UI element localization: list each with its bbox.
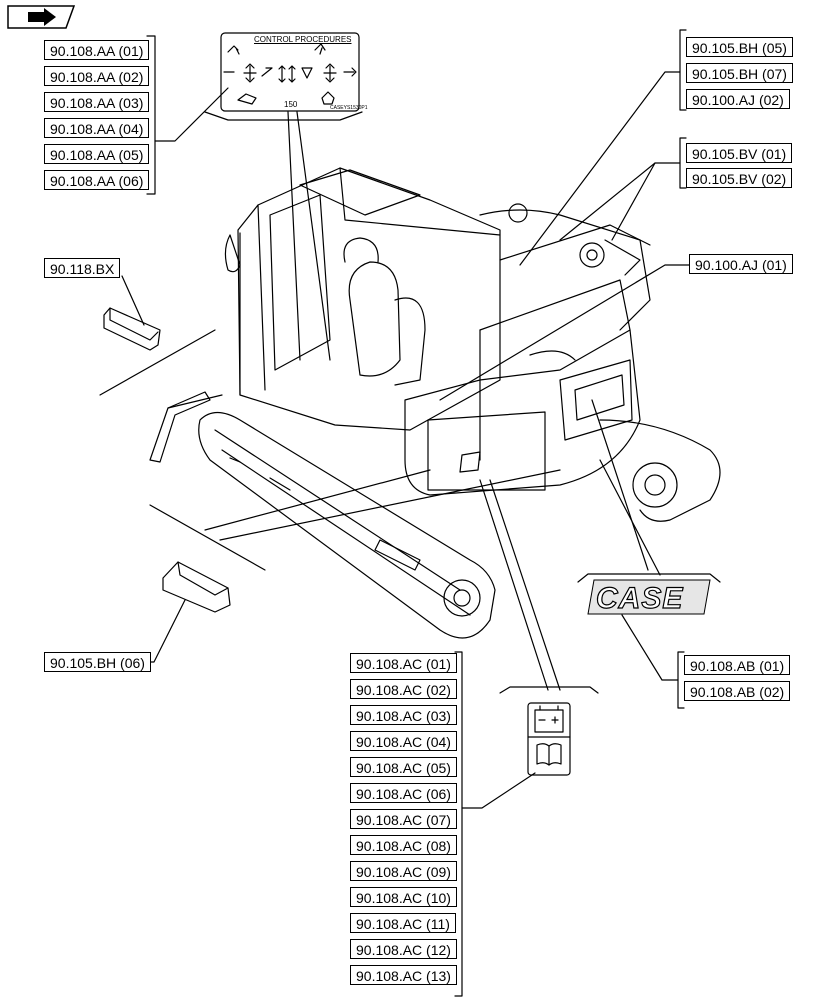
leader-bx <box>121 275 145 326</box>
lower-tracks <box>198 411 721 639</box>
ref-ac-09[interactable]: 90.108.AC (09) <box>350 861 457 881</box>
leader-bh06 <box>145 599 186 663</box>
guide-line-4 <box>219 469 561 541</box>
ref-ac-13[interactable]: 90.108.AC (13) <box>350 965 457 985</box>
decal-number: 150 <box>284 100 298 109</box>
leader-ac-2 <box>489 479 561 691</box>
ref-bx[interactable]: 90.118.BX <box>44 258 121 278</box>
ref-aa-05[interactable]: 90.108.AA (05) <box>44 144 150 164</box>
ref-aa-06[interactable]: 90.108.AA (06) <box>44 170 150 190</box>
leader-case-2 <box>591 399 649 571</box>
engine-hood <box>404 203 651 496</box>
bracket-bv <box>559 137 687 241</box>
ref-aa-03[interactable]: 90.108.AA (03) <box>44 92 150 112</box>
operator-cab <box>224 167 501 431</box>
guide-line-3 <box>204 469 431 531</box>
leader-case <box>599 459 661 576</box>
ref-ab-02[interactable]: 90.108.AB (02) <box>684 681 791 701</box>
ref-aa-01[interactable]: 90.108.AA (01) <box>44 40 150 60</box>
ref-ac-03[interactable]: 90.108.AC (03) <box>350 705 457 725</box>
part-bh06 <box>162 561 231 613</box>
ref-bv-02[interactable]: 90.105.BV (02) <box>686 168 793 188</box>
ref-ac-08[interactable]: 90.108.AC (08) <box>350 835 457 855</box>
leader-ac-1 <box>479 479 549 691</box>
ref-aa-02[interactable]: 90.108.AA (02) <box>44 66 150 86</box>
part-bx <box>103 307 161 351</box>
ref-aj-02[interactable]: 90.100.AJ (02) <box>686 89 790 109</box>
bracket-ac <box>454 651 536 997</box>
ref-ac-12[interactable]: 90.108.AC (12) <box>350 939 457 959</box>
guide-line-1 <box>99 329 216 396</box>
ref-ac-02[interactable]: 90.108.AC (02) <box>350 679 457 699</box>
ref-bh-05[interactable]: 90.105.BH (05) <box>686 37 793 57</box>
leader-decal-2 <box>296 111 331 361</box>
leader-aj01 <box>439 264 690 401</box>
bracket-ab <box>621 614 685 709</box>
ref-bh-06[interactable]: 90.105.BH (06) <box>44 652 151 672</box>
ref-aj-01[interactable]: 90.100.AJ (01) <box>689 254 793 274</box>
ref-ac-01[interactable]: 90.108.AC (01) <box>350 653 457 673</box>
operator-seat <box>343 237 426 386</box>
ref-ac-11[interactable]: 90.108.AC (11) <box>350 913 456 933</box>
ref-ac-06[interactable]: 90.108.AC (06) <box>350 783 457 803</box>
ref-bh-07[interactable]: 90.105.BH (07) <box>686 63 793 83</box>
ac-decal-frame <box>499 686 599 694</box>
ref-ac-04[interactable]: 90.108.AC (04) <box>350 731 457 751</box>
bracket-aa <box>146 35 229 195</box>
ref-bv-01[interactable]: 90.105.BV (01) <box>686 143 793 163</box>
back-arrow-icon[interactable] <box>6 4 76 30</box>
guide-line-2 <box>149 504 266 571</box>
bracket-bh <box>519 29 687 266</box>
ref-aa-04[interactable]: 90.108.AA (04) <box>44 118 150 138</box>
case-logo-text: CASE <box>595 581 684 615</box>
case-decal-frame <box>577 573 721 583</box>
ref-ac-05[interactable]: 90.108.AC (05) <box>350 757 457 777</box>
battery-manual-decal <box>527 702 571 776</box>
control-procedures-decal <box>220 32 360 112</box>
dozer-blade <box>149 391 223 463</box>
case-logo-shape <box>587 579 711 615</box>
ref-ac-10[interactable]: 90.108.AC (10) <box>350 887 457 907</box>
decal-code: CASEYS1530P1 <box>330 105 368 111</box>
decal-underline <box>204 111 363 121</box>
ref-ab-01[interactable]: 90.108.AB (01) <box>684 655 791 675</box>
ref-ac-07[interactable]: 90.108.AC (07) <box>350 809 457 829</box>
leader-decal-1 <box>287 111 301 361</box>
decal-title: CONTROL PROCEDURES <box>254 35 352 44</box>
